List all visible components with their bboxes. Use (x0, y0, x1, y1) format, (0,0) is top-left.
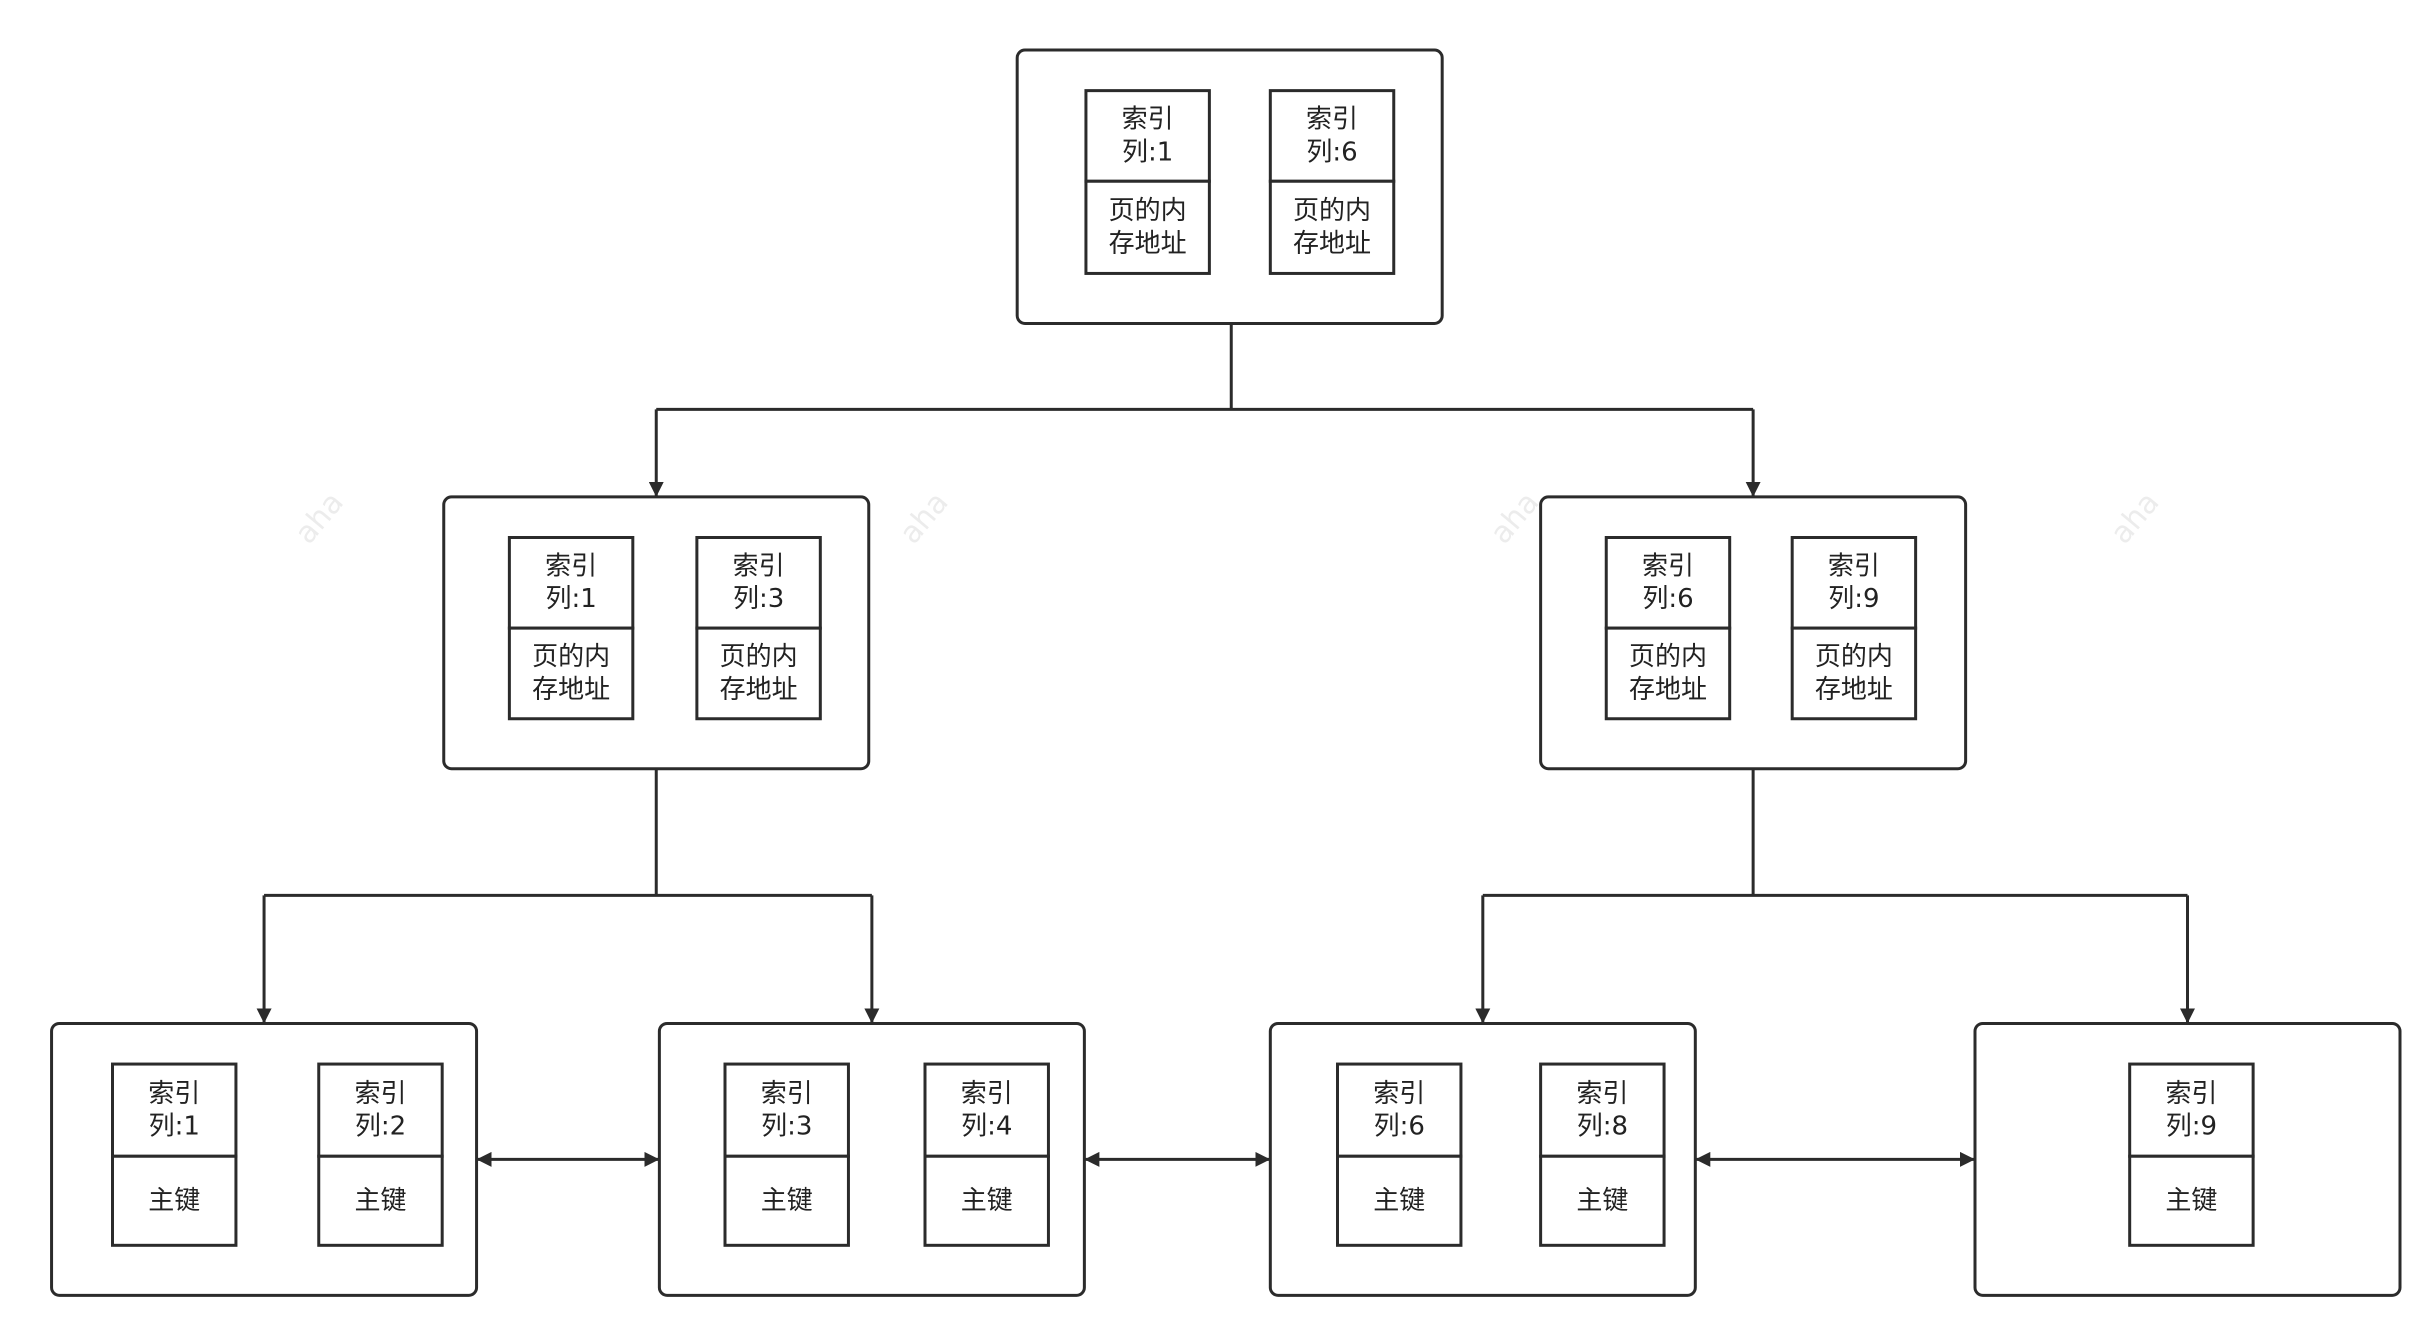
cell-text-line: 主键 (2165, 1186, 2217, 1216)
cell-text-line: 页的内 (1293, 196, 1371, 226)
cell-text-line: 索引 (2165, 1079, 2217, 1109)
key-cell (317, 1062, 444, 1158)
index-entry: 索引列:2 主键 (317, 1062, 444, 1247)
key-cell (695, 536, 822, 630)
cell-text-line: 主键 (961, 1186, 1013, 1216)
cell-text-line: 列:6 (1374, 1112, 1425, 1142)
cell-text-line: 列:3 (733, 584, 784, 614)
cell-text-line: 索引 (961, 1079, 1013, 1109)
key-cell (1790, 536, 1918, 630)
index-entry: 索引列:3 主键 (723, 1062, 850, 1247)
cell-text-line: 主键 (761, 1186, 813, 1216)
cell-text-line: 列:6 (1642, 584, 1693, 614)
cell-text-line: 存地址 (1629, 675, 1707, 705)
cell-text-line: 存地址 (1815, 675, 1893, 705)
cell-text-line: 页的内 (720, 642, 798, 672)
key-cell (923, 1062, 1050, 1158)
watermark-text: aha (893, 485, 956, 550)
index-entry: 索引列:1 主键 (111, 1062, 238, 1247)
index-entry: 索引列:9 主键 (2128, 1062, 2255, 1247)
cell-text-line: 索引 (1828, 551, 1880, 581)
cell-text-line: 列:3 (761, 1112, 812, 1142)
pointer-cell (1336, 1154, 1463, 1247)
pointer-cell (1268, 179, 1396, 275)
key-cell (2128, 1062, 2255, 1158)
cell-text-line: 列:1 (149, 1112, 200, 1142)
page-node-leaf3: 索引列:9 主键 (1973, 1021, 2402, 1297)
tree-nodes: 索引列:1页的内存地址索引列:6页的内存地址索引列:1页的内存地址索引列:3页的… (50, 48, 2402, 1297)
key-cell (1336, 1062, 1463, 1158)
pointer-cell (111, 1154, 238, 1247)
cell-text-line: 列:4 (961, 1112, 1012, 1142)
cell-text-line: 索引 (1306, 105, 1358, 135)
pointer-cell (1539, 1154, 1666, 1247)
cell-text-line: 索引 (761, 1079, 813, 1109)
cell-text-line: 索引 (1642, 551, 1694, 581)
cell-text-line: 列:1 (1122, 137, 1173, 167)
key-cell (1604, 536, 1732, 630)
cell-text-line: 存地址 (1293, 229, 1371, 259)
cell-text-line: 列:8 (1577, 1112, 1628, 1142)
watermark-text: aha (1484, 485, 1547, 550)
index-entry: 索引列:6 主键 (1336, 1062, 1463, 1247)
index-entry: 索引列:4 主键 (923, 1062, 1050, 1247)
pointer-cell (1604, 626, 1732, 721)
key-cell (723, 1062, 850, 1158)
cell-text-line: 页的内 (1815, 642, 1893, 672)
watermark-text: aha (288, 485, 351, 550)
cell-text-line: 索引 (545, 551, 597, 581)
cell-text-line: 页的内 (1109, 196, 1187, 226)
cell-text-line: 索引 (1373, 1079, 1425, 1109)
cell-text-line: 列:9 (1828, 584, 1879, 614)
pointer-cell (723, 1154, 850, 1247)
sibling-links (235, 1101, 1975, 1167)
pointer-cell (1084, 179, 1211, 275)
watermark-text: aha (2104, 485, 2167, 550)
cell-text-line: 存地址 (720, 675, 798, 705)
pointer-cell (317, 1154, 444, 1247)
cell-text-line: 主键 (354, 1186, 406, 1216)
cell-text-line: 索引 (1576, 1079, 1628, 1109)
cell-text-line: 主键 (1373, 1186, 1425, 1216)
key-cell (1539, 1062, 1666, 1158)
cell-text-line: 索引 (1122, 105, 1174, 135)
cell-text-line: 页的内 (532, 642, 610, 672)
cell-text-line: 索引 (148, 1079, 200, 1109)
index-entry: 索引列:8 主键 (1539, 1062, 1666, 1247)
pointer-cell (2128, 1154, 2255, 1247)
cell-text-line: 列:6 (1306, 137, 1357, 167)
tree-edges (256, 323, 2195, 1024)
cell-text-line: 列:9 (2166, 1112, 2217, 1142)
key-cell (1084, 89, 1211, 183)
cell-text-line: 索引 (354, 1079, 406, 1109)
pointer-cell (695, 626, 822, 721)
cell-text-line: 主键 (1576, 1186, 1628, 1216)
cell-text-line: 索引 (733, 551, 785, 581)
pointer-cell (923, 1154, 1050, 1247)
cell-text-line: 主键 (148, 1186, 200, 1216)
cell-text-line: 页的内 (1629, 642, 1707, 672)
pointer-cell (507, 626, 635, 721)
cell-text-line: 存地址 (1109, 229, 1187, 259)
cell-text-line: 列:1 (545, 584, 596, 614)
cell-text-line: 存地址 (532, 675, 610, 705)
cell-text-line: 列:2 (355, 1112, 406, 1142)
pointer-cell (1790, 626, 1918, 721)
